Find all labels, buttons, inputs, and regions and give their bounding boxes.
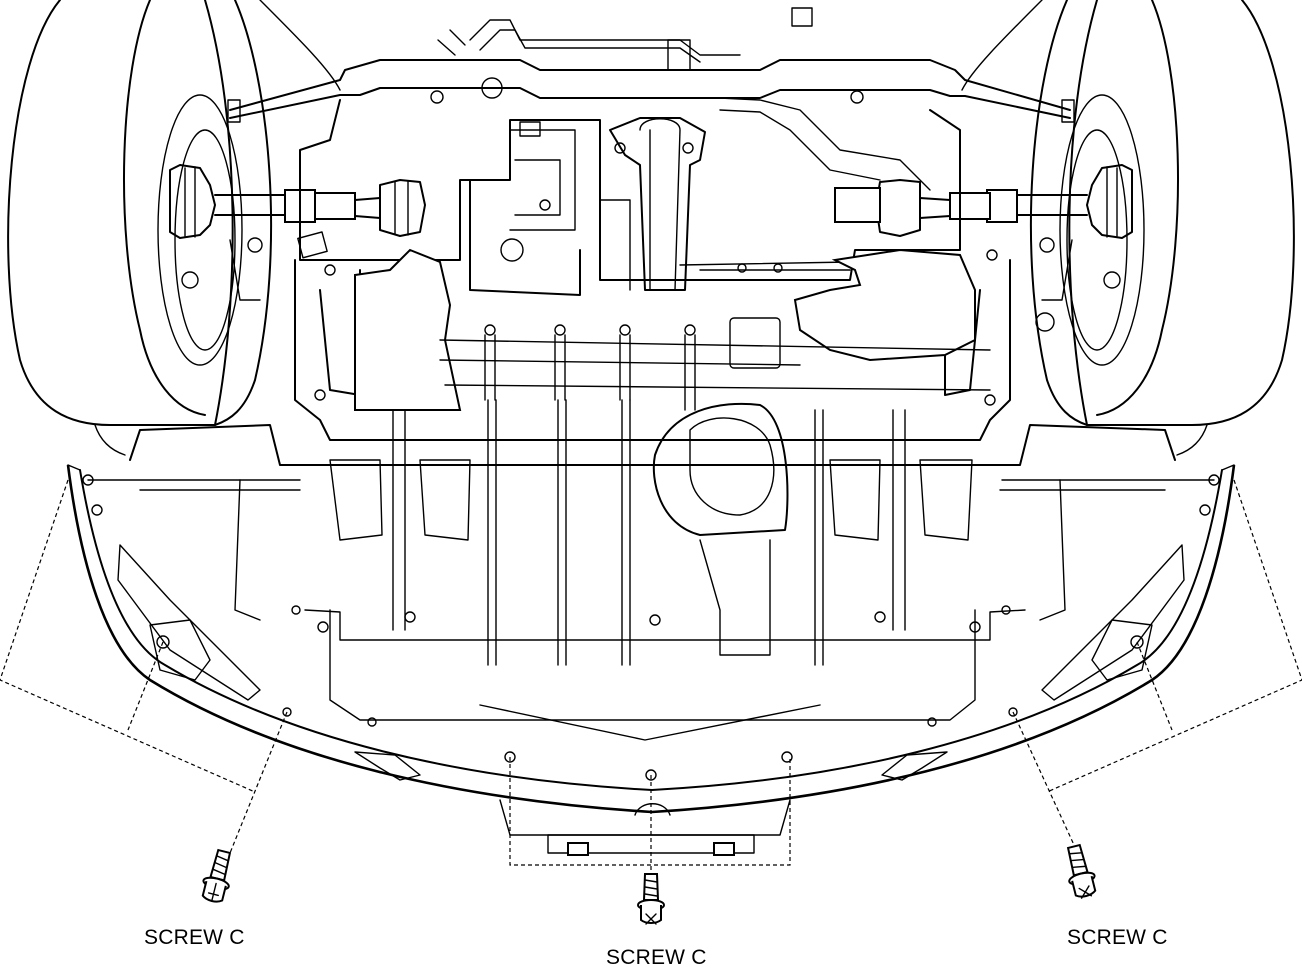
front-bumper (66, 464, 1236, 856)
screw-c-left-icon (201, 848, 232, 903)
screw-c-center-label: SCREW C (606, 946, 707, 969)
body-wheel-arches (94, 0, 1208, 456)
engine-and-transmission (299, 97, 961, 296)
screw-c-right-label: SCREW C (1067, 926, 1168, 949)
left-front-tire (7, 0, 273, 426)
right-drive-shaft (834, 164, 1133, 332)
front-subframe (294, 248, 1011, 441)
steering-rack (227, 7, 1075, 123)
right-front-tire (1029, 0, 1295, 426)
screw-c-left-label: SCREW C (144, 926, 245, 949)
screw-c-right-icon (1066, 843, 1097, 899)
leader-lines (0, 479, 1302, 890)
screw-c-center-icon (637, 873, 665, 925)
mount-tabs (282, 605, 1018, 781)
under-cover-panel (129, 399, 1176, 781)
